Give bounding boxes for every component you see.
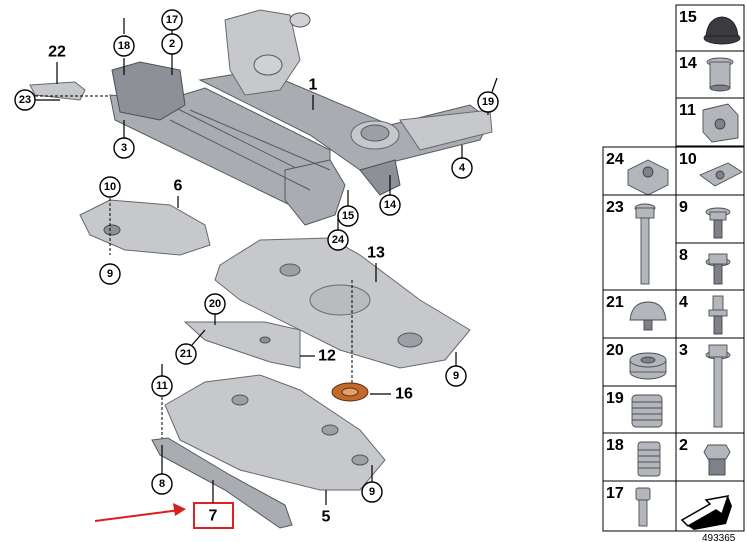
callout-circle-9-mid [445,365,467,387]
callout-label-9-mid: 9 [453,370,459,382]
callout-label-18: 18 [118,40,130,52]
callout-label-10: 10 [104,181,116,193]
direction-arrow-icon [680,495,732,530]
callout-circle-19 [477,91,499,113]
callout-label-23: 23 [19,94,31,106]
washer-icon [629,352,667,380]
parts-cell-3-num: 3 [679,342,688,359]
parts-cell-24-num: 24 [606,151,624,168]
spring-clip-icon [699,162,743,187]
rubber-cap-icon [703,16,741,45]
parts-cell-11-num: 11 [679,102,696,119]
sleeve-icon [706,57,734,92]
callout-circle-11 [151,375,173,397]
long-bolt-icon [634,203,656,285]
parts-cell-20-num: 20 [606,342,624,359]
callout-circle-9-left [99,263,121,285]
shield-part-6 [79,198,211,256]
parts-cell-18-num: 18 [606,437,624,454]
callout-circle-21 [175,343,197,365]
disc-part-16 [331,382,369,402]
plug-icon [629,301,667,331]
strip-part-7 [151,437,293,529]
callout-circle-18 [113,35,135,57]
callout-label-17: 17 [166,14,178,26]
coil-insert-icon [631,394,663,428]
parts-table: 15 14 11 24 10 [602,4,745,532]
callout-label-8: 8 [159,478,165,490]
parts-cell-8 [675,242,745,291]
callout-circle-17 [161,9,183,31]
label-part-1: 1 [309,77,318,94]
label-part-7: 7 [209,508,218,525]
label-part-6: 6 [174,178,183,195]
callout-circle-4 [451,157,473,179]
socket-bolt-icon [635,487,651,527]
subframe-part [109,9,493,226]
plate-part-12 [183,321,301,369]
stud-bolt-icon [708,295,728,335]
callout-label-15: 15 [342,210,354,222]
callout-circle-8 [151,473,173,495]
bare-labels: 22 1 6 13 12 16 7 5 [48,44,413,526]
label-part-5: 5 [322,509,331,526]
callout-circle-9-bottom [361,481,383,503]
highlight-part-7 [94,502,234,529]
hex-bolt-icon [705,253,731,285]
callout-label-19: 19 [482,96,494,108]
callout-label-20: 20 [209,298,221,310]
parts-cell-21-num: 21 [606,294,624,311]
clip-nut-icon [702,103,739,143]
label-part-12: 12 [318,348,336,365]
callout-circle-24 [327,229,349,251]
callout-label-14: 14 [384,199,397,211]
callout-circle-20 [204,293,226,315]
shield-part-5 [161,374,386,491]
label-part-13: 13 [367,245,385,262]
callout-label-9-bottom: 9 [369,486,375,498]
callout-circle-23 [14,89,36,111]
parts-cell-15-num: 15 [679,9,697,26]
cage-nut-icon [627,159,669,196]
parts-cell-23 [602,194,677,291]
callout-circle-10 [99,176,121,198]
bracket-part-22 [29,81,110,101]
parts-cell-17-num: 17 [606,485,624,502]
label-part-22: 22 [48,44,66,61]
shield-part-13 [214,237,471,390]
parts-cell-14-num: 14 [679,55,697,72]
long-hex-bolt-icon [705,344,731,428]
flange-bolt-icon [705,207,731,239]
callout-circle-2 [161,33,183,55]
callout-label-4: 4 [459,162,466,174]
parts-cell-23-num: 23 [606,199,624,216]
parts-cell-19-num: 19 [606,390,624,407]
label-part-16: 16 [395,386,413,403]
callout-circle-3 [113,137,135,159]
parts-cell-8-num: 8 [679,247,688,264]
drawing-number: 493365 [702,533,736,542]
callout-label-9-left: 9 [107,268,113,280]
parts-cell-4-num: 4 [679,294,688,311]
callout-label-24: 24 [332,234,345,246]
callout-label-21: 21 [180,348,192,360]
callouts: 18 17 2 23 3 19 4 10 9 14 [14,9,499,503]
callout-label-2: 2 [169,38,175,50]
parts-cell-9-num: 9 [679,199,688,216]
threaded-insert-icon [637,441,661,477]
hex-nut-insert-icon [703,444,731,476]
parts-cell-2-num: 2 [679,437,688,454]
callout-label-11: 11 [156,380,168,392]
callout-label-3: 3 [121,142,127,154]
callout-circle-14 [379,194,401,216]
parts-cell-10-num: 10 [679,151,697,168]
